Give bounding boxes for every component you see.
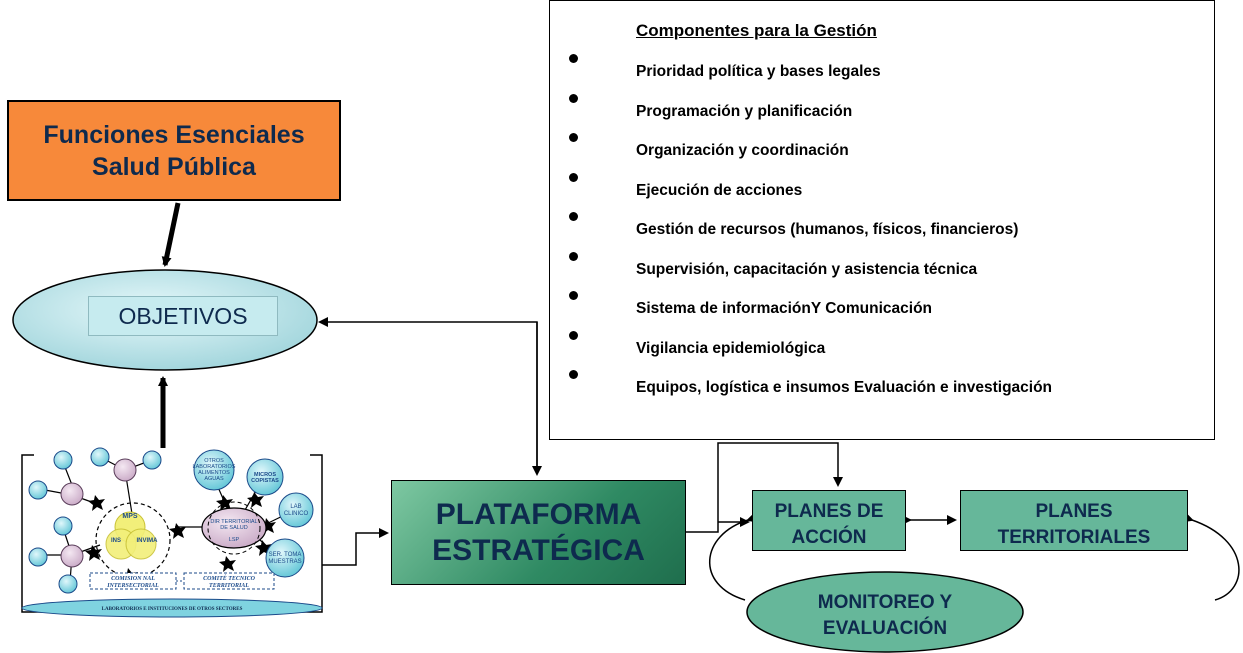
loop-right <box>1182 512 1240 601</box>
plataforma-estrategica-box: PLATAFORMA ESTRATÉGICA <box>391 480 686 585</box>
lab-label-2: CLINICO <box>284 511 309 517</box>
objetivos-label: OBJETIVOS <box>88 296 278 336</box>
bullet-icon <box>569 133 578 142</box>
base-label: LABORATORIOS E INSTITUCIONES DE OTROS SE… <box>102 607 243 612</box>
bullet-icon <box>569 212 578 221</box>
otros-label-4: AGUAS <box>204 476 224 482</box>
connector-objetivos-plataforma <box>318 317 538 474</box>
planes-accion-box: PLANES DE ACCIÓN <box>752 490 906 551</box>
monitoreo-line-1: MONITOREO Y <box>817 592 953 613</box>
bullet-icon <box>569 330 578 340</box>
invima-label: INVIMA <box>137 538 159 544</box>
funciones-line-1: Funciones Esenciales <box>43 120 305 149</box>
funciones-line-2: Salud Pública <box>92 152 256 181</box>
plataforma-line-1: PLATAFORMA <box>435 497 642 531</box>
base-ellipse <box>21 598 323 618</box>
componentes-title: Componentes para la Gestión <box>636 21 877 40</box>
comision-label-1: COMISION NAL <box>111 576 155 582</box>
mps-label: MPS <box>122 513 138 520</box>
otros-label-2: LABORATORIOS <box>193 464 236 470</box>
monitoreo-line-2: EVALUACIÓN <box>822 618 948 639</box>
bullet-icon <box>569 370 578 379</box>
plataforma-line-2: ESTRATÉGICA <box>432 533 645 567</box>
network-cluster: LABORATORIOS E INSTITUCIONES DE OTROS SE… <box>21 447 323 618</box>
ser-label-1: SER. TOMA <box>269 552 302 558</box>
comite-label-2: TERRITORIAL <box>209 583 249 589</box>
micros-label-2: COPISTAS <box>251 478 279 484</box>
otros-label-1: OTROS <box>204 458 224 464</box>
loop-left <box>708 512 758 601</box>
otros-label-3: ALIMENTOS <box>198 470 230 476</box>
monitoreo-label: MONITOREO Y EVALUACIÓN <box>770 590 1000 650</box>
planes-territoriales-line-1: PLANES <box>1035 501 1113 522</box>
bullet-icon <box>569 54 578 63</box>
planes-territoriales-box: PLANES TERRITORIALES <box>960 490 1188 551</box>
connector-plataforma-to-planes <box>686 442 843 533</box>
funciones-esenciales-box: Funciones Esenciales Salud Pública <box>7 100 341 201</box>
planes-territoriales-line-2: TERRITORIALES <box>997 527 1151 548</box>
dir-territorial-label-2: DE SALUD <box>220 525 248 531</box>
planes-accion-line-2: ACCIÓN <box>791 527 867 548</box>
bullet-icon <box>569 291 578 300</box>
planes-accion-line-1: PLANES DE <box>774 501 884 522</box>
componentes-panel: Componentes para la Gestión Prioridad po… <box>549 0 1215 440</box>
lsp-label: LSP <box>229 537 240 543</box>
arrow-network-to-plataforma <box>322 528 389 566</box>
ser-label-2: MUESTRAS <box>268 559 301 565</box>
ins-label: INS <box>111 538 121 544</box>
micros-label-1: MICROS <box>254 472 276 478</box>
comision-label-2: INTERSECTORIAL <box>106 583 159 589</box>
arrow-fes-to-objetivos <box>161 202 181 267</box>
monitoreo-ellipse <box>746 571 1024 653</box>
bullet-icon <box>569 251 578 261</box>
lab-label-1: LAB <box>290 504 301 510</box>
comite-label-1: COMITÉ TECNICO <box>203 574 256 582</box>
bullet-icon <box>569 93 578 103</box>
dir-territorial-label-1: DIR TERRITORIAL <box>210 519 257 525</box>
bullet-icon <box>569 172 578 182</box>
